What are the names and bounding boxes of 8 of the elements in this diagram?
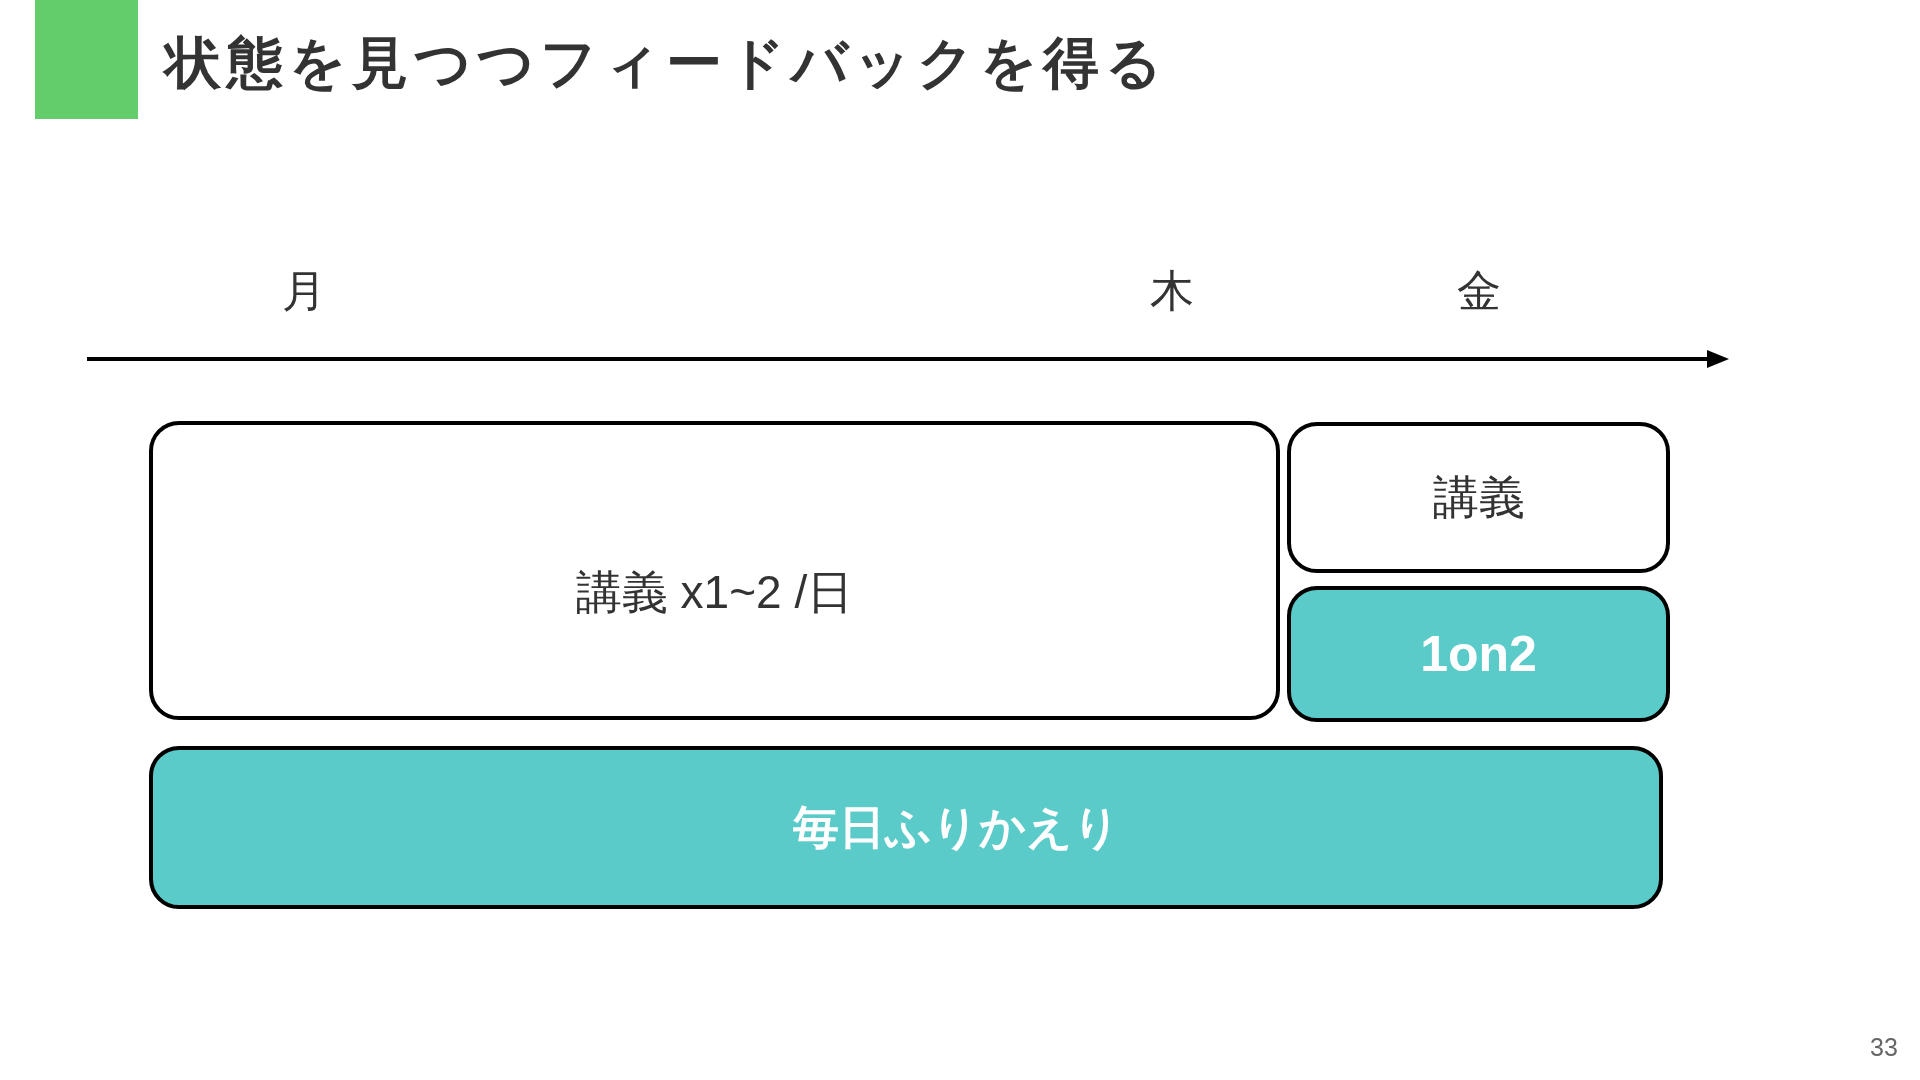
schedule-box: 講義 x1~2 /日: [149, 421, 1280, 720]
schedule-box: 講義: [1287, 422, 1670, 573]
schedule-box: 毎日ふりかえり: [149, 746, 1663, 909]
schedule-box: 1on2: [1287, 586, 1670, 722]
day-label: 月: [282, 264, 326, 317]
day-label: 金: [1457, 264, 1501, 317]
day-label: 木: [1150, 264, 1194, 317]
page-number: 33: [1870, 1032, 1898, 1062]
